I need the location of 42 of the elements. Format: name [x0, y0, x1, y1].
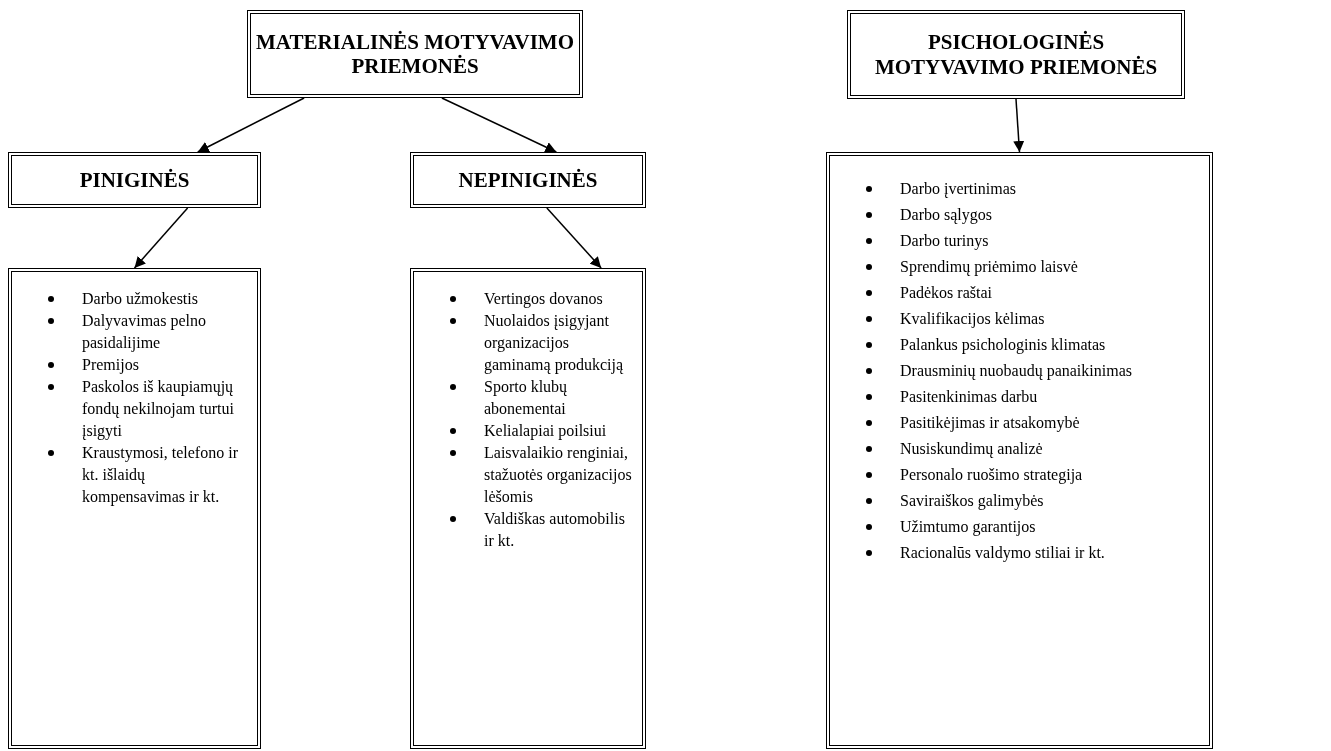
- list-item: Paskolos iš kaupiamųjų fondų nekilnojam turtui įsigyti: [78, 376, 251, 442]
- list-item: Darbo užmokestis: [78, 288, 251, 310]
- list-item: Laisvalaikio renginiai, stažuotės organizacijos lėšomis: [480, 442, 636, 508]
- title-box: [847, 10, 1185, 99]
- list-item: Sprendimų priėmimo laisvė: [896, 256, 1203, 278]
- list-item: Kraustymosi, telefono ir kt. išlaidų kompensavimas ir kt.: [78, 442, 251, 508]
- list-item: Kvalifikacijos kėlimas: [896, 308, 1203, 330]
- heading-text: PINIGINĖS: [79, 167, 190, 193]
- list-item: Sporto klubų abonementai: [480, 376, 636, 420]
- list-item: Nuolaidos įsigyjant organizacijos gaminamą produkciją: [480, 310, 636, 376]
- list-item: Personalo ruošimo strategija: [896, 464, 1203, 486]
- list-item: Darbo turinys: [896, 230, 1203, 252]
- list-item: Premijos: [78, 354, 251, 376]
- arrow: [546, 207, 602, 269]
- arrow: [133, 207, 189, 269]
- list-item: Padėkos raštai: [896, 282, 1203, 304]
- list-item: Pasitenkinimas darbu: [896, 386, 1203, 408]
- list-item: Užimtumo garantijos: [896, 516, 1203, 538]
- list-box: [410, 268, 646, 749]
- list-item: Palankus psichologinis klimatas: [896, 334, 1203, 356]
- category-box: [8, 152, 261, 208]
- arrow: [197, 97, 305, 153]
- list-item: Racionalūs valdymo stiliai ir kt.: [896, 542, 1203, 564]
- list-box: [8, 268, 261, 749]
- list-item: Valdiškas automobilis ir kt.: [480, 508, 636, 552]
- list-item: Drausminių nuobaudų panaikinimas: [896, 360, 1203, 382]
- list-item: Pasitikėjimas ir atsakomybė: [896, 412, 1203, 434]
- heading-text: PSICHOLOGINĖS MOTYVAVIMO PRIEMONĖS: [873, 30, 1159, 79]
- list-box: [826, 152, 1213, 749]
- list-item: Dalyvavimas pelno pasidalijime: [78, 310, 251, 354]
- list-item: Nusiskundimų analizė: [896, 438, 1203, 460]
- list-item: Darbo įvertinimas: [896, 178, 1203, 200]
- heading-text: NEPINIGINĖS: [458, 167, 598, 193]
- heading-text: MATERIALINĖS MOTYVAVIMO PRIEMONĖS: [255, 29, 575, 79]
- arrow: [441, 97, 558, 153]
- category-box: [410, 152, 646, 208]
- list-item: Darbo sąlygos: [896, 204, 1203, 226]
- title-box: [247, 10, 583, 98]
- arrow: [1013, 98, 1025, 153]
- list-item: Vertingos dovanos: [480, 288, 636, 310]
- list-item: Kelialapiai poilsiui: [480, 420, 636, 442]
- list-item: Saviraiškos galimybės: [896, 490, 1203, 512]
